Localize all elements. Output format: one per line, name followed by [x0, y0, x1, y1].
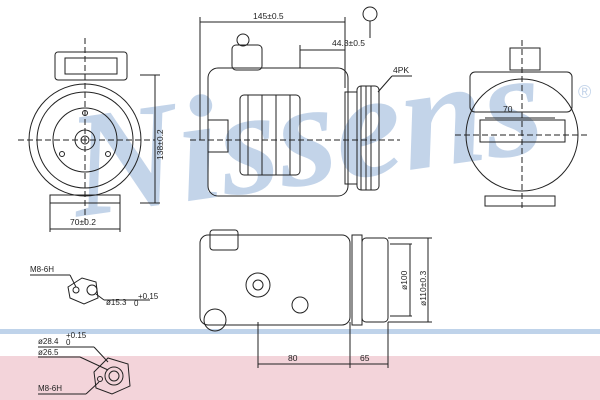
bottom-left-label: 80 — [288, 353, 298, 363]
bore-upper-tol2: 0 — [134, 299, 139, 308]
pulley-inner-label: ø100 — [399, 270, 409, 290]
bottom-pulley — [361, 237, 389, 323]
bottom-port-inner — [252, 279, 264, 291]
front-top-block — [64, 57, 118, 75]
rear-connector — [509, 47, 541, 71]
rear-top-housing — [469, 71, 573, 113]
valve-cap — [236, 33, 250, 47]
front-width-label: 70±0.2 — [70, 217, 96, 227]
thread-top-leader — [69, 274, 77, 288]
side-view-top — [190, 6, 412, 197]
callout-upper-fitting — [30, 274, 150, 305]
pulley-side — [356, 85, 380, 191]
bottom-fitting — [203, 308, 227, 332]
belt-label: 4PK — [393, 65, 409, 75]
separator-line — [0, 329, 600, 334]
port-b-label: ø26.5 — [38, 348, 59, 357]
connector-icon — [362, 6, 378, 22]
front-view — [18, 38, 160, 232]
front-height-label: 138±0.2 — [155, 129, 165, 160]
bottom-port — [245, 272, 271, 298]
fitting-lower-bore — [104, 366, 124, 386]
port-block — [207, 119, 229, 153]
watermark: Nissens ® — [57, 19, 592, 250]
port-a-tol: +0.15 — [66, 331, 87, 340]
fitting-lower-hole — [97, 376, 103, 382]
body-center — [239, 94, 301, 176]
fitting-upper-outline — [67, 277, 99, 305]
front-top-housing — [54, 51, 128, 81]
bottom-clutch — [351, 234, 363, 326]
callout-lower-fitting — [38, 346, 131, 395]
belt-leader — [377, 75, 393, 93]
pulley-outer-label: ø110±0.3 — [418, 271, 428, 306]
bore-leader — [95, 293, 105, 301]
bottom-valve — [209, 229, 239, 251]
bore-upper-tol: +0.15 — [138, 292, 159, 301]
thread-bottom-label: M8-6H — [38, 384, 62, 393]
port-a-leader — [93, 346, 109, 363]
watermark-text: Nissens — [57, 19, 553, 250]
rear-width-label: 70 — [503, 104, 513, 114]
front-hub-bolt — [105, 151, 111, 157]
top-width-label: 145±0.5 — [253, 11, 284, 21]
rear-bottom-mount — [484, 195, 556, 207]
bottom-right-label: 65 — [360, 353, 370, 363]
top-offset-label: 44.3±0.5 — [332, 38, 365, 48]
front-hub-bolt — [59, 151, 65, 157]
thread-top-label: M8-6H — [30, 265, 54, 274]
fitting-upper-bore — [86, 284, 98, 296]
footer-band — [0, 356, 600, 400]
port-a-label: ø28.4 — [38, 337, 59, 346]
fitting-lower-outline — [93, 357, 131, 395]
rear-view — [455, 40, 590, 210]
port-b-leader — [79, 356, 109, 371]
registered-mark: ® — [578, 82, 591, 102]
bottom-body — [199, 234, 351, 326]
fitting-lower-inner — [108, 370, 120, 382]
bore-upper-label: ø15.3 — [106, 298, 127, 307]
bottom-bolt — [291, 296, 309, 314]
port-a-tol2: 0 — [66, 338, 71, 347]
fitting-upper-hole — [72, 286, 80, 294]
thread-bottom-leader — [85, 381, 100, 395]
bottom-view — [199, 229, 432, 368]
